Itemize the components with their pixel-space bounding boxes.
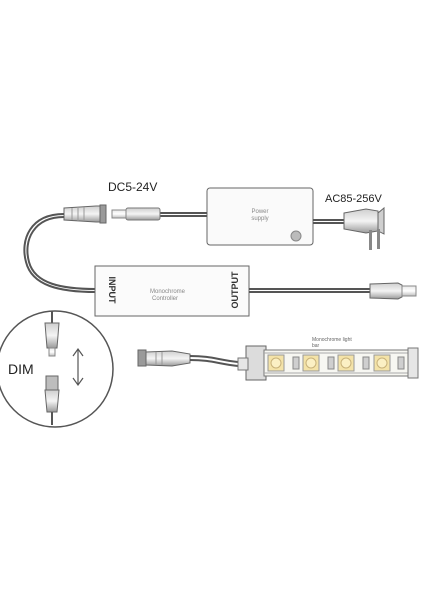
led-strip: Monochrome light bar (237, 337, 419, 381)
led-chip (337, 354, 355, 372)
led-chip (302, 354, 320, 372)
controller-label-1: Monochrome (150, 289, 186, 295)
resistor (292, 356, 300, 370)
monochrome-controller-box: Monochrome Controller INPUT OUTPUT (94, 265, 250, 317)
ac-voltage-label: AC85-256V (325, 193, 383, 205)
dc-voltage-label: DC5-24V (108, 180, 157, 194)
strip-dc-female-jack (137, 349, 239, 367)
strip-label-2: bar (312, 343, 320, 349)
led-chip (373, 354, 391, 372)
controller-input-cable (23, 213, 97, 293)
dim-double-arrow-icon (72, 347, 84, 387)
dc-output-cable (160, 212, 207, 217)
ac-plug (313, 206, 385, 250)
led-chip (267, 354, 285, 372)
resistor (397, 356, 405, 370)
strip-end-cap (407, 347, 419, 379)
power-supply-label-1: Power (251, 209, 268, 215)
power-led-indicator (290, 230, 302, 242)
output-port-label: OUTPUT (230, 271, 240, 309)
controller-label-2: Controller (152, 296, 178, 302)
dim-inset: DIM (0, 310, 114, 428)
power-supply-label-2: supply (251, 216, 268, 222)
resistor (362, 356, 370, 370)
controller-output-cable (249, 282, 417, 300)
dim-label: DIM (8, 361, 34, 377)
dim-upper-connector (44, 311, 60, 357)
dc-female-jack (63, 204, 107, 224)
dc-male-plug (111, 207, 161, 221)
strip-label-1: Monochrome light (312, 337, 352, 343)
power-supply-box: Power supply (206, 187, 314, 246)
input-port-label: INPUT (107, 277, 117, 305)
dim-lower-connector (44, 375, 60, 425)
resistor (327, 356, 335, 370)
